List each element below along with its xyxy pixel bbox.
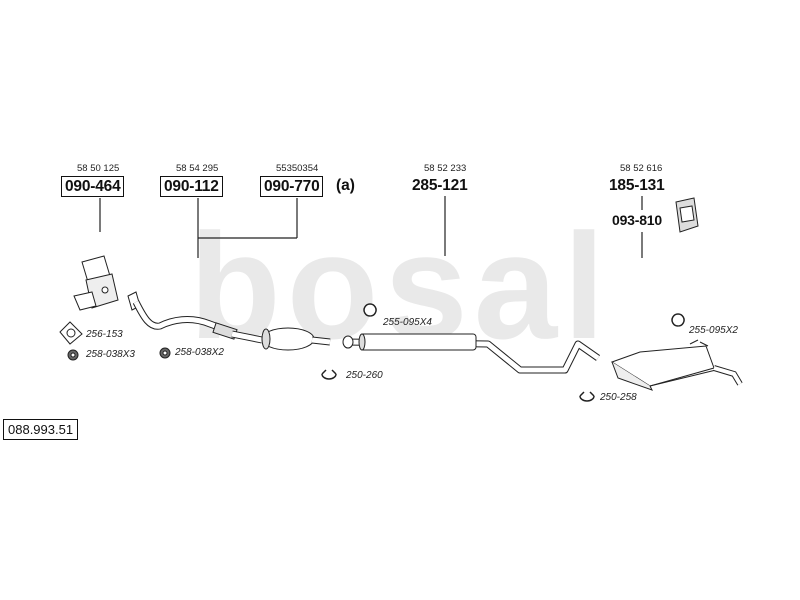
rear-muffler-icon [610,339,743,391]
part-number[interactable]: 090-770 [260,176,324,197]
accessory-label: 258-038X3 [86,349,135,360]
accessory-label: 250-258 [600,392,637,403]
part-ref: 55350354 [276,163,319,174]
front-pipe-icon [127,291,238,340]
catalytic-converter-icon [73,255,119,311]
clamp-icon [363,303,377,317]
catalog-number: 088.993.51 [3,419,79,440]
middle-pipe-icon [342,333,601,374]
part-ref: 58 54 295 [176,163,219,174]
leader-lines [99,196,643,258]
part-ref: 58 52 616 [620,163,663,174]
part-number[interactable]: 185-131 [609,177,665,194]
clamp-icon [579,391,595,402]
part-number[interactable]: 285-121 [412,177,468,194]
accessory-label: 258-038X2 [175,347,224,358]
part-number[interactable]: 093-810 [612,212,662,228]
accessory-label: 255-095X4 [383,317,432,328]
clamp-icon [671,313,685,327]
part-suffix: (a) [336,177,355,194]
clamp-icon [321,369,337,380]
accessory-label: 250-260 [346,370,383,381]
part-ref: 58 50 125 [77,163,120,174]
mounting-bracket-icon [675,197,699,233]
accessory-label: 255-095X2 [689,325,738,336]
accessory-label: 256-153 [86,329,123,340]
part-ref: 58 52 233 [424,163,467,174]
center-pipe-icon [231,327,331,351]
part-number[interactable]: 090-464 [61,176,125,197]
part-number[interactable]: 090-112 [160,176,223,197]
